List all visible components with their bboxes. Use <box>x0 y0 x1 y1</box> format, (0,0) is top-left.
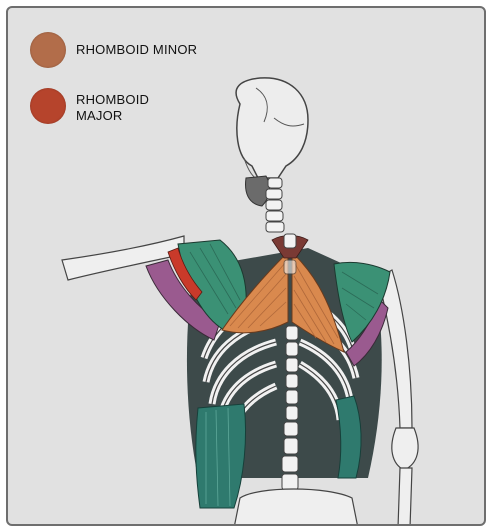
cervical-spine <box>266 178 284 232</box>
anatomy-illustration <box>8 8 486 526</box>
anatomy-panel: RHOMBOID MINOR RHOMBOID MAJOR <box>6 6 486 526</box>
legend-label-rhomboid-major: RHOMBOID MAJOR <box>76 92 176 124</box>
rhomboid-major-swatch <box>30 88 66 124</box>
legend-item-rhomboid-minor: RHOMBOID MINOR <box>30 32 236 68</box>
left-latissimus <box>196 404 246 508</box>
rhomboid-minor-swatch <box>30 32 66 68</box>
legend-label-rhomboid-minor: RHOMBOID MINOR <box>76 42 236 58</box>
pelvis <box>234 489 358 526</box>
legend-item-rhomboid-major: RHOMBOID MAJOR <box>30 88 176 124</box>
